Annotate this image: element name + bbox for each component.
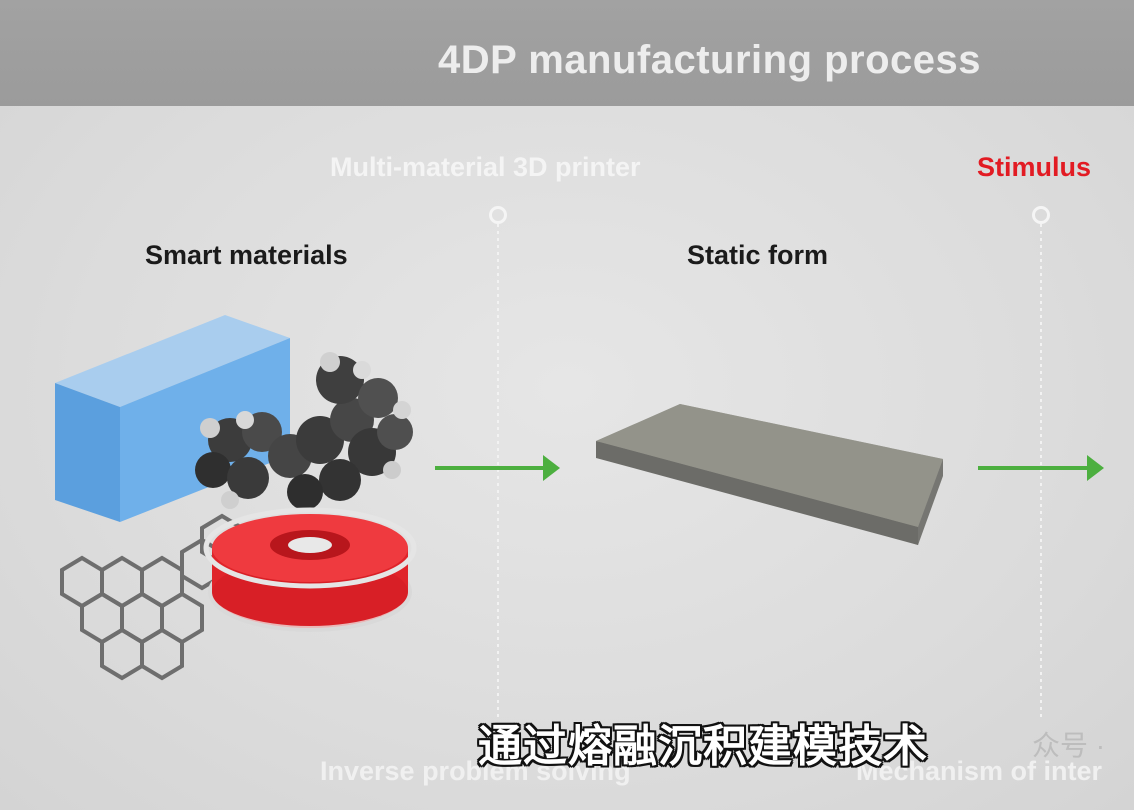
watermark: 众号 · <box>1032 730 1106 761</box>
arrow-right-icon <box>435 455 560 481</box>
smart-materials-label: Smart materials <box>145 240 348 270</box>
printer-label: Multi-material 3D printer <box>330 152 641 182</box>
timeline-node-right <box>1032 206 1050 224</box>
stimulus-label: Stimulus <box>977 152 1092 182</box>
mechanism-label: Mechanism of inter <box>856 756 1103 786</box>
nanotube-lattice <box>60 513 244 681</box>
inverse-problem-label: Inverse problem solving <box>320 756 631 786</box>
arrow-right-icon <box>978 455 1104 481</box>
page-title: 4DP manufacturing process <box>438 38 982 82</box>
header-bar: 4DP manufacturing process <box>0 0 1134 106</box>
video-subtitle: 通过熔融沉积建模技术 <box>478 722 928 771</box>
molecule-model <box>195 352 413 510</box>
timeline-node-left <box>489 206 507 224</box>
static-form-slab <box>596 404 943 545</box>
static-form-label: Static form <box>687 240 829 270</box>
filament-spool <box>203 507 417 632</box>
smart-materials-illustration <box>55 315 417 681</box>
